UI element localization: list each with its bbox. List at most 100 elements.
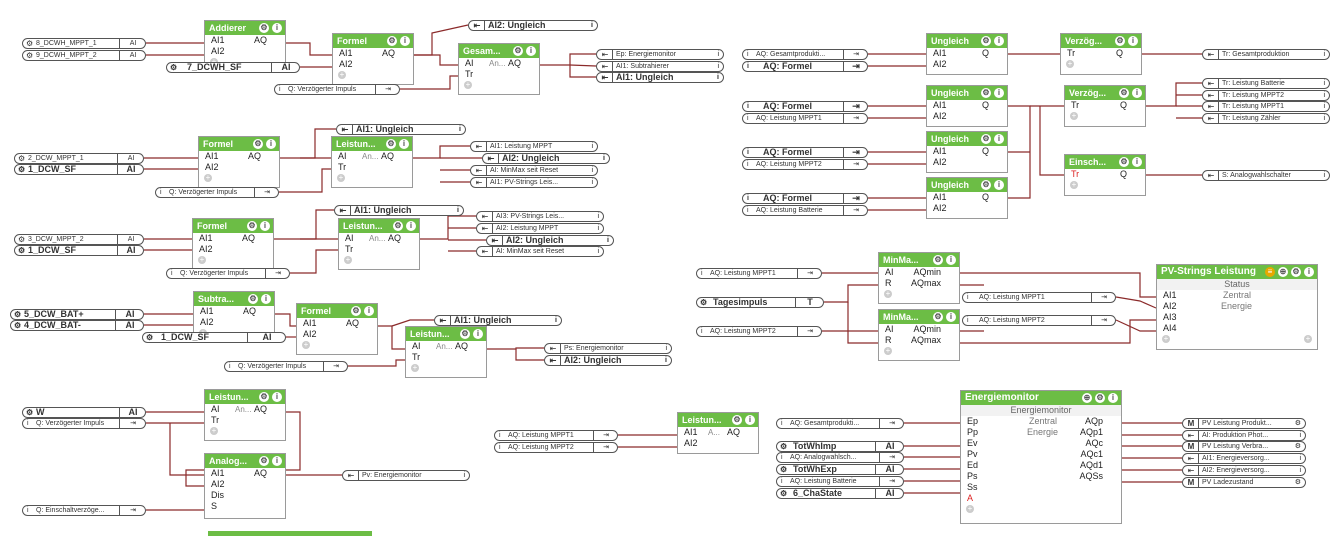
add-input-icon[interactable]: +: [337, 173, 345, 182]
output-pin[interactable]: AQSs: [1079, 471, 1103, 481]
input-pin[interactable]: AI: [412, 341, 421, 351]
input-pin[interactable]: AI4: [1163, 323, 1177, 333]
add-input-icon[interactable]: +: [464, 80, 472, 89]
input-pin[interactable]: Tr: [465, 69, 474, 79]
gear-icon[interactable]: ⚙: [732, 415, 742, 425]
output-ref[interactable]: ⇤AI3: PV-Strings Leis...i: [476, 211, 604, 222]
info-icon[interactable]: i: [946, 255, 956, 265]
globe-icon[interactable]: ⊕: [1278, 267, 1288, 277]
input-pin[interactable]: Tr: [338, 162, 347, 172]
globe-icon[interactable]: ⊕: [1082, 393, 1092, 403]
output-pin[interactable]: AQc1: [1080, 449, 1103, 459]
gear-icon[interactable]: ⚙: [981, 134, 991, 144]
connection-wire[interactable]: [824, 284, 878, 303]
info-icon[interactable]: i: [272, 456, 282, 466]
output-pin[interactable]: AQ: [345, 318, 359, 328]
input-pin[interactable]: Tr: [1071, 100, 1080, 110]
input-pin[interactable]: AI2: [211, 46, 225, 56]
info-icon[interactable]: i: [1108, 393, 1118, 403]
gear-icon[interactable]: ⚙: [513, 46, 523, 56]
input-pin[interactable]: Ps: [967, 471, 978, 481]
gear-icon[interactable]: ⚙: [1095, 393, 1105, 403]
input-pin[interactable]: Tr: [412, 352, 421, 362]
add-input-icon[interactable]: +: [302, 340, 310, 349]
connection-wire[interactable]: [1115, 296, 1157, 309]
info-icon[interactable]: i: [994, 180, 1004, 190]
info-icon[interactable]: i: [399, 139, 409, 149]
connection-wire[interactable]: [1039, 106, 1064, 176]
input-pin[interactable]: AI2: [933, 111, 947, 121]
info-icon[interactable]: i: [473, 329, 483, 339]
output-ref[interactable]: ⇤AI2: Energieversorg...i: [1182, 465, 1306, 476]
gear-icon[interactable]: ⚙: [1119, 157, 1129, 167]
add-input-icon[interactable]: +: [344, 255, 352, 264]
input-pin[interactable]: AI2: [211, 479, 225, 489]
input-pin[interactable]: AI1: [933, 146, 947, 156]
connection-wire[interactable]: [275, 313, 296, 327]
connection-wire[interactable]: [569, 64, 597, 67]
gear-icon[interactable]: ⚙: [387, 36, 397, 46]
info-icon[interactable]: i: [272, 392, 282, 402]
output-pin[interactable]: AQmax: [910, 278, 941, 288]
input-pin[interactable]: AI2: [199, 244, 213, 254]
connection-wire[interactable]: [391, 319, 434, 327]
input-pin[interactable]: AI2: [200, 317, 214, 327]
connection-wire[interactable]: [960, 319, 1156, 344]
input-pin[interactable]: Pp: [967, 427, 979, 437]
input-pin[interactable]: S: [211, 501, 218, 511]
input-pin[interactable]: AI1: [684, 427, 698, 437]
input-pin[interactable]: Ep: [967, 416, 979, 426]
gear-icon[interactable]: ⚙: [981, 180, 991, 190]
info-icon[interactable]: i: [272, 23, 282, 33]
add-input-icon[interactable]: +: [1066, 59, 1074, 68]
input-pin[interactable]: AI2: [1163, 301, 1177, 311]
gear-icon[interactable]: ⚙: [460, 329, 470, 339]
info-icon[interactable]: i: [260, 221, 270, 231]
output-pin[interactable]: AQp1: [1079, 427, 1103, 437]
input-pin[interactable]: AI: [465, 58, 474, 68]
connection-wire[interactable]: [414, 54, 458, 66]
input-pin[interactable]: AI1: [1163, 290, 1177, 300]
add-input-icon[interactable]: +: [1162, 334, 1170, 343]
output-ref[interactable]: ⇤AI: Produktion Phot...i: [1182, 430, 1306, 441]
connection-wire[interactable]: [169, 423, 204, 476]
output-pin[interactable]: AQ: [387, 233, 401, 243]
connection-wire[interactable]: [487, 347, 544, 350]
gear-icon[interactable]: ⚙: [248, 294, 258, 304]
info-icon[interactable]: i: [994, 36, 1004, 46]
gear-icon[interactable]: ⚙: [351, 306, 361, 316]
output-pin[interactable]: AQc: [1085, 438, 1103, 448]
input-pin[interactable]: A: [967, 493, 974, 503]
add-input-icon[interactable]: +: [210, 426, 218, 435]
add-input-icon[interactable]: +: [884, 289, 892, 298]
connection-wire[interactable]: [378, 325, 405, 350]
gear-icon[interactable]: ⚙: [253, 139, 263, 149]
connection-wire[interactable]: [300, 209, 334, 240]
output-pin[interactable]: AQ: [242, 306, 256, 316]
output-pin[interactable]: AQmin: [913, 267, 941, 277]
input-pin[interactable]: Pv: [967, 449, 978, 459]
input-pin[interactable]: Dis: [211, 490, 224, 500]
